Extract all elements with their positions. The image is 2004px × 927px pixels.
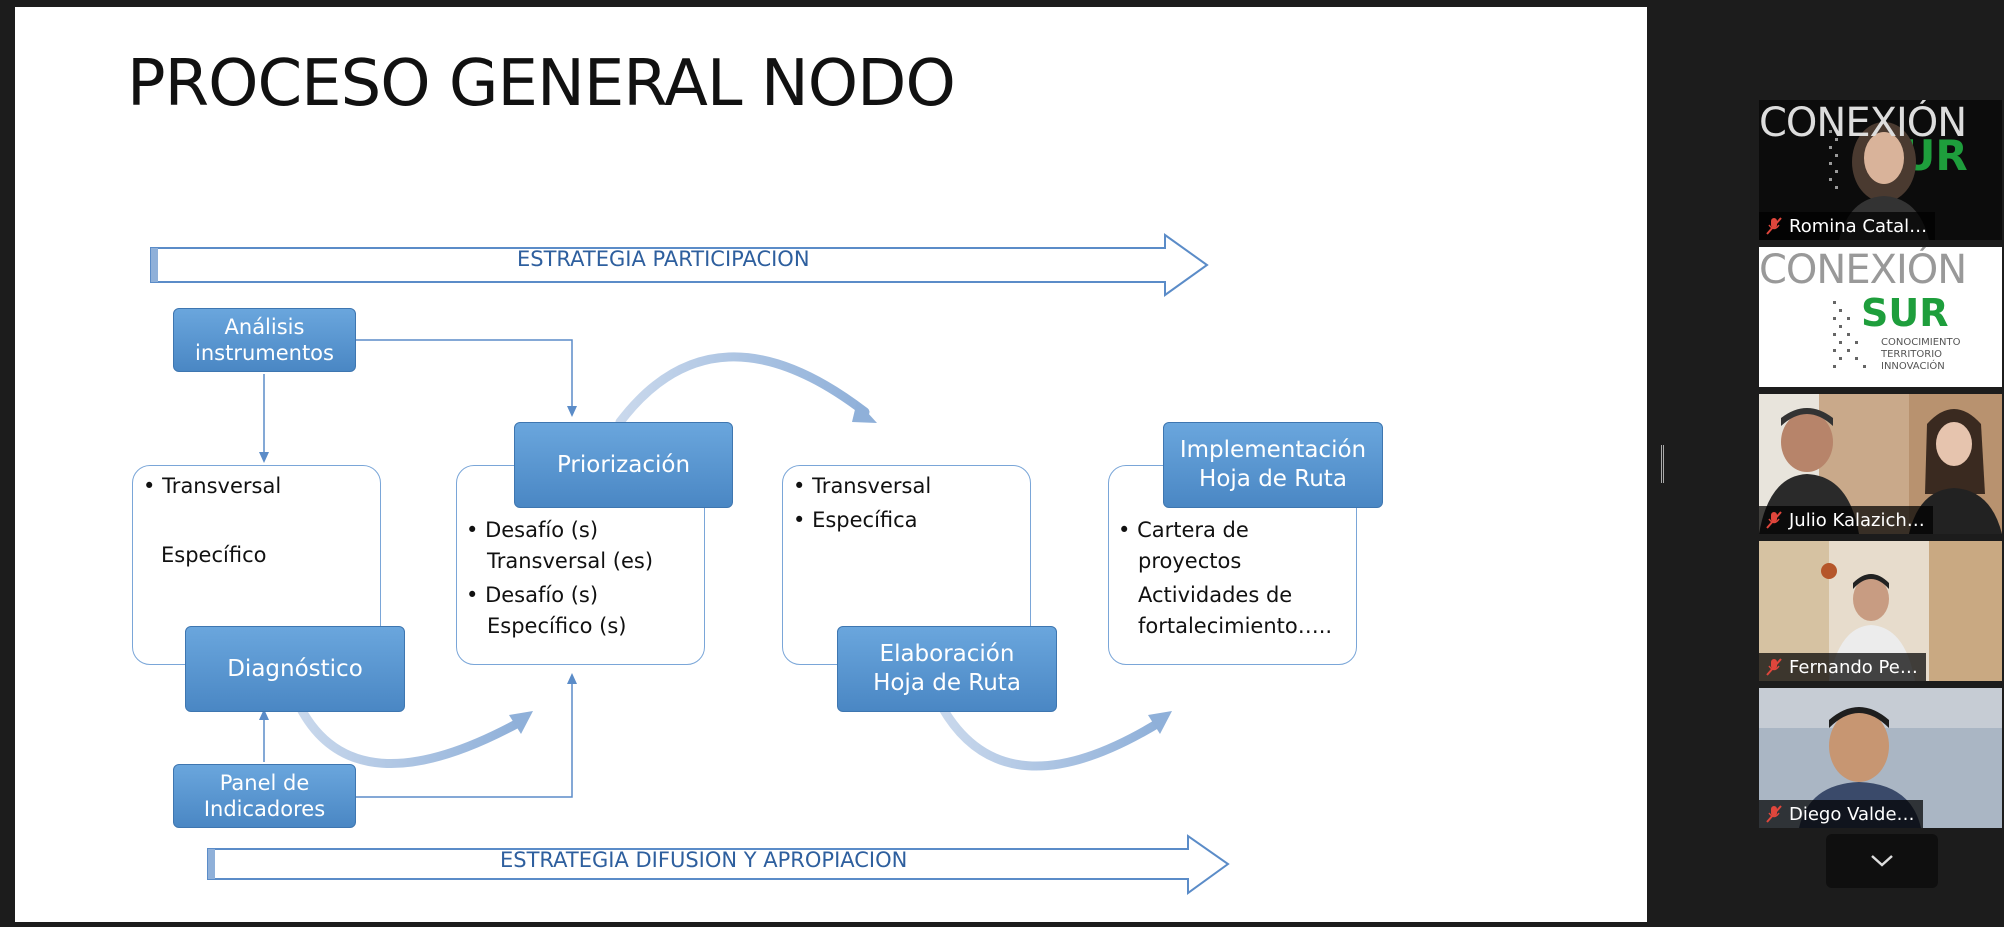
participant-tile[interactable]: CONEXIÓN SUR CONOCIMIENTO TERRITORIO INN…: [1759, 247, 2002, 387]
connector-arrowheads: [259, 406, 577, 720]
participant-name: Diego Valde…: [1789, 803, 1915, 825]
elaboracion-box: Elaboración Hoja de Ruta: [837, 626, 1057, 712]
priorizacion-item: Desafío (s): [466, 581, 598, 610]
logo-subtext: INNOVACIÓN: [1881, 361, 1945, 372]
participant-namebar: Fernando Pe…: [1759, 653, 1926, 681]
bottom-arrow-label: ESTRATEGIA DIFUSION Y APROPIACION: [500, 848, 908, 872]
logo-subtext: TERRITORIO: [1881, 349, 1943, 360]
elaboracion-item: Específica: [793, 506, 917, 535]
participant-tile[interactable]: SUR CONEXIÓN Romina Catal…: [1759, 100, 2002, 240]
top-strategy-arrow: [150, 233, 1209, 297]
logo-sur-text: SUR: [1861, 291, 1949, 335]
diagnostico-box: Diagnóstico: [185, 626, 405, 712]
panel-resize-handle[interactable]: [1661, 445, 1664, 483]
top-arrow-label: ESTRATEGIA PARTICIPACION: [517, 247, 810, 271]
participant-name: Romina Catal…: [1789, 215, 1928, 237]
slide-graphics: [150, 233, 1230, 895]
participant-namebar: Romina Catal…: [1759, 212, 1936, 240]
participant-namebar: Diego Valde…: [1759, 800, 1923, 828]
panel-indicadores-box: Panel de Indicadores: [173, 764, 356, 828]
implementacion-item: Actividades de: [1138, 583, 1293, 607]
diagnostico-item: Transversal: [143, 472, 281, 501]
implementacion-item: fortalecimiento…..: [1138, 614, 1333, 638]
bottom-strategy-arrow: [207, 834, 1230, 895]
implementacion-item: proyectos: [1138, 549, 1242, 573]
mic-muted-icon: [1766, 511, 1782, 529]
presentation-slide: PROCESO GENERAL NODO ESTRATEGIA PARTICIP…: [15, 7, 1647, 922]
participant-name: Fernando Pe…: [1789, 656, 1918, 678]
participant-namebar: Julio Kalazich…: [1759, 506, 1933, 534]
analisis-instrumentos-box: Análisis instrumentos: [173, 308, 356, 372]
participant-tile[interactable]: Julio Kalazich…: [1759, 394, 2002, 534]
priorizacion-box: Priorización: [514, 422, 733, 508]
priorizacion-item: Específico (s): [487, 614, 627, 638]
mic-muted-icon: [1766, 658, 1782, 676]
diagnostico-item: Específico: [161, 543, 267, 567]
logo-subtext: CONOCIMIENTO: [1881, 337, 1961, 348]
flow-curve-heads: [509, 401, 1172, 734]
participant-video: SUR: [1759, 100, 2002, 240]
mic-muted-icon: [1766, 805, 1782, 823]
logo-text: CONEXIÓN: [1759, 247, 1967, 293]
priorizacion-item: Desafío (s): [466, 516, 598, 545]
chevron-down-icon: [1871, 855, 1893, 867]
flow-curves: [295, 352, 1165, 771]
connector-lines: [263, 339, 573, 798]
participant-tile[interactable]: Diego Valde…: [1759, 688, 2002, 828]
elaboracion-item: Transversal: [793, 472, 931, 501]
mic-muted-icon: [1766, 217, 1782, 235]
participant-tile[interactable]: Fernando Pe…: [1759, 541, 2002, 681]
implementacion-box: Implementación Hoja de Ruta: [1163, 422, 1383, 508]
logo-dot-pattern: [1833, 301, 1866, 368]
show-more-participants-button[interactable]: [1826, 834, 1938, 888]
implementacion-item: Cartera de: [1118, 516, 1249, 545]
background-logo-text: CONEXIÓN: [1759, 100, 1967, 146]
priorizacion-item: Transversal (es): [487, 549, 654, 573]
slide-title: PROCESO GENERAL NODO: [127, 47, 956, 121]
participant-name: Julio Kalazich…: [1789, 509, 1925, 531]
